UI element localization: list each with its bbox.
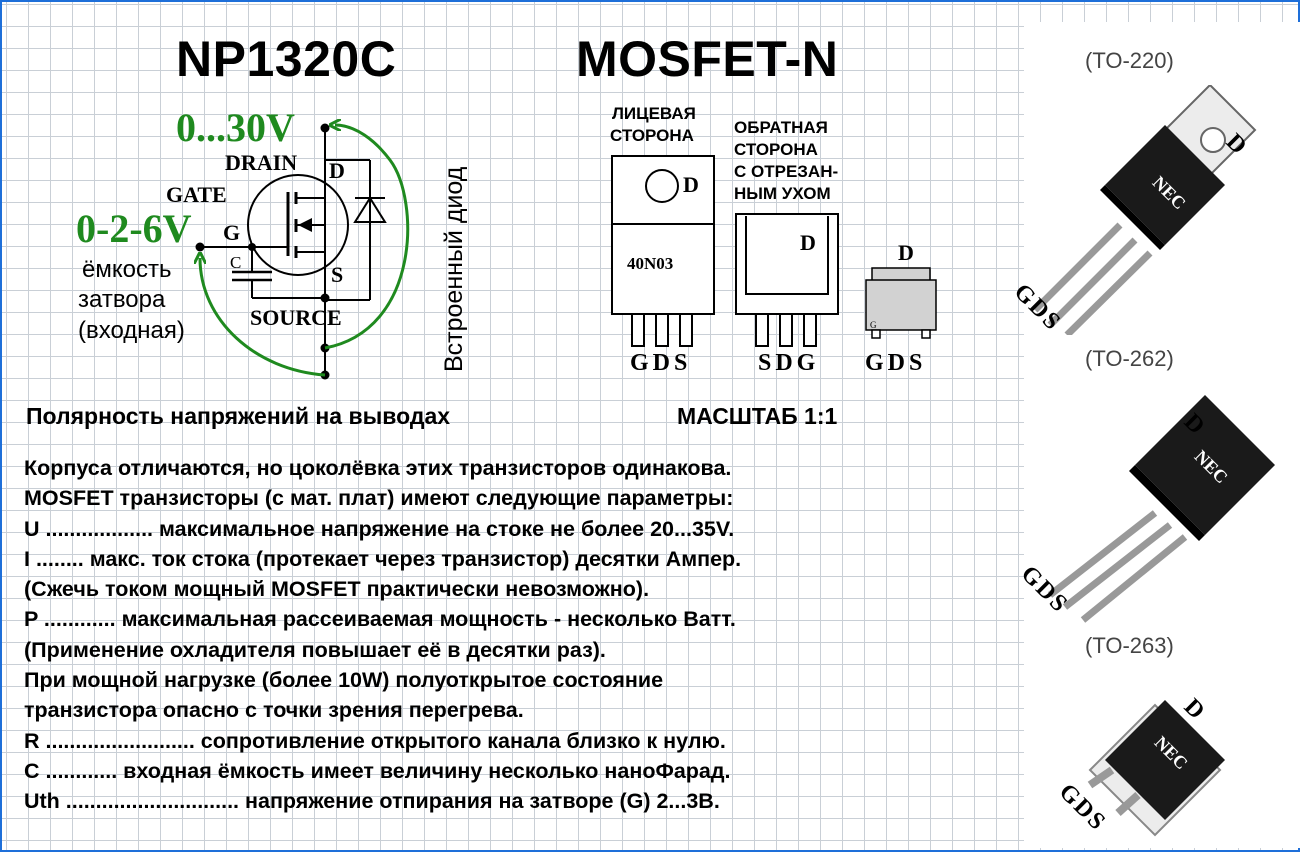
- parameters-text: Корпуса отличаются, но цоколёвка этих тр…: [24, 453, 741, 817]
- to220-photo: NEC D GDS: [1009, 85, 1257, 335]
- param-line: I ........ макс. ток стока (протекает че…: [24, 546, 742, 571]
- front-pins-label: GDS: [630, 350, 692, 376]
- front-d-label: D: [683, 172, 699, 197]
- package-outlines: D 40N03 D D G: [611, 155, 937, 347]
- back-side-label-4: НЫМ УХОМ: [734, 184, 831, 203]
- mosfet-schematic: D G S C: [0, 0, 410, 380]
- to262-package-label: (TO-262): [1085, 346, 1174, 371]
- front-side-label-1: ЛИЦЕВАЯ: [612, 104, 696, 123]
- back-d-label: D: [800, 230, 816, 255]
- param-line: (Сжечь током мощный MOSFET практически н…: [24, 577, 650, 602]
- back-side-label-1: ОБРАТНАЯ: [734, 118, 828, 137]
- diode-symbol: [353, 196, 387, 223]
- param-line: транзистора опасно с точки зрения перегр…: [24, 698, 524, 723]
- gate-voltage-label: 0-2-6V: [76, 206, 192, 251]
- part-number-title: NP1320C: [176, 31, 397, 87]
- capacitance-line-3: (входная): [78, 317, 185, 344]
- param-line: MOSFET транзисторы (с мат. плат) имеют с…: [24, 486, 734, 511]
- pin-d-label: D: [329, 158, 345, 183]
- to263-pins-label: GDS: [1054, 779, 1112, 837]
- pin-g-label: G: [223, 220, 240, 245]
- to220-package-label: (TO-220): [1085, 48, 1174, 73]
- smd-body: [865, 279, 937, 331]
- param-line: Uth ............................. напряж…: [24, 789, 720, 814]
- param-line: R ......................... сопротивлени…: [24, 728, 726, 753]
- param-line: U .................. максимальное напряж…: [24, 516, 735, 541]
- back-pins-label: SDG: [758, 350, 820, 376]
- front-tab: [611, 155, 715, 225]
- back-side-label-2: СТОРОНА: [734, 140, 818, 159]
- param-line: (Применение охладителя повышает её в дес…: [24, 637, 606, 662]
- drain-voltage-label: 0...30V: [176, 105, 295, 150]
- back-body: [735, 213, 839, 315]
- scale-caption: МАСШТАБ 1:1: [677, 403, 838, 429]
- cap-c-label: C: [230, 253, 241, 272]
- polarity-caption: Полярность напряжений на выводах: [26, 403, 451, 429]
- pin-s-label: S: [331, 262, 343, 287]
- smd-g-label: G: [870, 320, 877, 330]
- gate-name-label: GATE: [166, 182, 227, 207]
- gate-terminal-dot: [195, 242, 205, 252]
- smd-pins-label: GDS: [865, 350, 927, 376]
- builtin-diode-label: Встроенный диод: [440, 166, 468, 372]
- to262-photo: NEC D GDS: [1016, 395, 1275, 623]
- param-line: C ............ входная ёмкость имеет вел…: [24, 758, 731, 783]
- drain-polarity-arrow: [324, 125, 410, 350]
- drain-name-label: DRAIN: [225, 150, 298, 175]
- capacitance-line-2: затвора: [78, 286, 166, 313]
- drain-terminal-dot: [320, 123, 330, 133]
- mosfet-type-title: MOSFET-N: [576, 31, 839, 87]
- gate-polarity-arrow: [200, 258, 326, 377]
- to263-photo: NEC D GDS: [1054, 694, 1225, 837]
- back-side-label-3: С ОТРЕЗАН-: [734, 162, 839, 181]
- param-line: P ............ максимальная рассеиваемая…: [24, 607, 736, 632]
- front-body: [611, 223, 715, 315]
- capacitance-line-1: ёмкость: [82, 256, 172, 283]
- param-line: Корпуса отличаются, но цоколёвка этих тр…: [24, 456, 732, 480]
- to263-package-label: (TO-263): [1085, 633, 1174, 658]
- source-name-label: SOURCE: [250, 305, 342, 330]
- front-marking: 40N03: [627, 254, 673, 273]
- param-line: При мощной нагрузке (более 10W) полуоткр…: [24, 668, 664, 693]
- front-side-label-2: СТОРОНА: [610, 126, 694, 145]
- to262-pins-label: GDS: [1016, 561, 1074, 619]
- smd-d-label: D: [898, 240, 914, 265]
